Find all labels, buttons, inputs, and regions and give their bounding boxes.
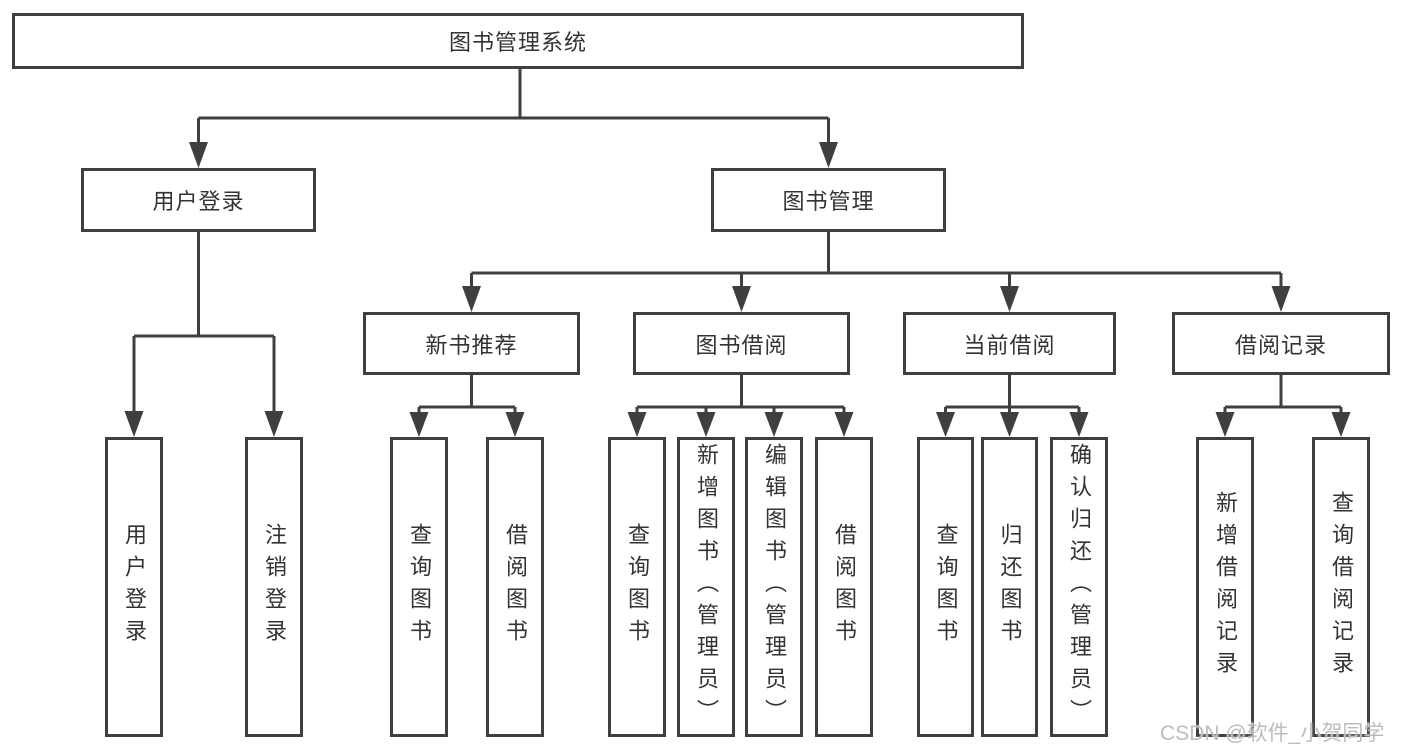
arrowhead-icon	[1215, 412, 1235, 437]
connector-current-borrow-to-leaves	[944, 375, 1081, 414]
arrowhead-icon	[819, 142, 838, 168]
leaf-rc-query-borrow-record: 查询借阅记录	[1312, 437, 1370, 737]
arrowhead-icon	[505, 412, 525, 437]
node-new-books: 新书推荐	[363, 312, 580, 375]
arrowheads-current-borrow	[936, 412, 1089, 437]
leaf-rc-add-borrow-record: 新增借阅记录	[1196, 437, 1254, 737]
connector-user-login-to-leaves	[132, 232, 276, 413]
node-label: 新增图书（管理员）	[694, 443, 719, 731]
arrowhead-icon	[627, 412, 647, 437]
leaf-cr-confirm-return-admin: 确认归还（管理员）	[1050, 437, 1108, 737]
leaf-bw-query-books: 查询图书	[608, 437, 666, 737]
node-book-mgmt: 图书管理	[711, 168, 946, 232]
node-label: 查询图书	[625, 523, 650, 651]
node-label: 查询图书	[933, 523, 959, 651]
arrowheads-level2	[462, 286, 1291, 312]
node-label: 编辑图书（管理员）	[762, 443, 787, 731]
arrowheads-new-books	[409, 412, 525, 437]
node-root-system: 图书管理系统	[12, 13, 1024, 69]
node-label: 图书管理系统	[448, 30, 587, 55]
node-book-borrow: 图书借阅	[633, 312, 850, 375]
node-label: 图书借阅	[695, 332, 788, 358]
node-label: 注销登录	[262, 523, 287, 651]
arrowhead-icon	[1271, 286, 1291, 312]
node-borrow-records: 借阅记录	[1172, 312, 1390, 375]
leaf-logout: 注销登录	[245, 437, 303, 737]
node-label: 当前借阅	[963, 332, 1056, 358]
arrowhead-icon	[696, 412, 716, 437]
node-label: 借阅图书	[503, 523, 528, 651]
arrowhead-icon	[1331, 412, 1351, 437]
node-current-borrow: 当前借阅	[903, 312, 1116, 375]
node-label: 新书推荐	[425, 332, 518, 358]
arrowhead-icon	[1069, 412, 1089, 437]
arrowheads-borrow-records	[1215, 412, 1351, 437]
leaf-user-login: 用户登录	[105, 437, 163, 737]
arrowhead-icon	[124, 411, 144, 437]
node-label: 借阅图书	[832, 523, 857, 651]
arrowhead-icon	[1000, 286, 1019, 312]
arrowheads-book-borrow	[627, 412, 854, 437]
node-label: 借阅记录	[1234, 332, 1327, 358]
csdn-watermark: CSDN @软件_小贺同学	[1160, 722, 1385, 745]
connector-root-to-level1	[197, 68, 830, 144]
leaf-cr-return-books: 归还图书	[981, 437, 1038, 737]
node-user-login: 用户登录	[81, 168, 316, 232]
connector-new-books-to-leaves	[417, 375, 517, 414]
leaf-bw-edit-books-admin: 编辑图书（管理员）	[745, 437, 803, 737]
arrowhead-icon	[1000, 412, 1019, 437]
arrowhead-icon	[462, 286, 481, 312]
connector-book-mgmt-to-level2	[470, 232, 1283, 288]
arrowhead-icon	[732, 286, 751, 312]
node-label: 新增借阅记录	[1213, 491, 1238, 683]
arrowhead-icon	[834, 412, 854, 437]
leaf-nb-borrow-books: 借阅图书	[486, 437, 544, 737]
node-label: 确认归还（管理员）	[1067, 443, 1092, 731]
arrowhead-icon	[264, 411, 284, 437]
node-label: 图书管理	[782, 189, 875, 214]
arrowheads-user-login	[124, 411, 284, 437]
node-label: 查询借阅记录	[1329, 491, 1354, 683]
arrowhead-icon	[409, 412, 429, 437]
arrowheads-level1	[189, 142, 838, 168]
arrowhead-icon	[764, 412, 784, 437]
leaf-bw-borrow-books: 借阅图书	[815, 437, 873, 737]
arrowhead-icon	[936, 412, 955, 437]
node-label: 归还图书	[997, 523, 1023, 651]
node-label: 查询图书	[407, 523, 432, 651]
leaf-bw-add-books-admin: 新增图书（管理员）	[677, 437, 735, 737]
leaf-nb-query-books: 查询图书	[390, 437, 448, 737]
node-label: 用户登录	[152, 189, 245, 214]
connector-borrow-records-to-leaves	[1223, 375, 1343, 414]
leaf-cr-query-books: 查询图书	[917, 437, 974, 737]
connector-book-borrow-to-leaves	[635, 375, 846, 414]
node-label: 用户登录	[122, 523, 147, 651]
arrowhead-icon	[189, 142, 208, 168]
